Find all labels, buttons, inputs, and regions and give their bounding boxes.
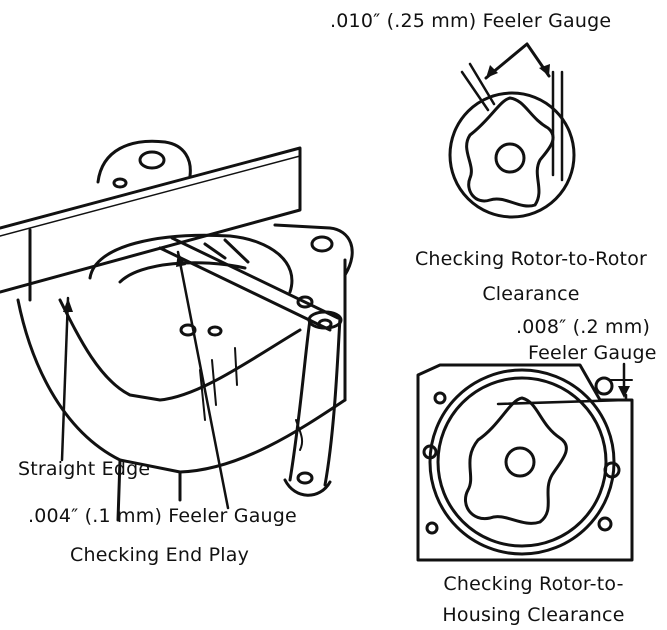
straight-edge-label: Straight Edge <box>18 458 151 480</box>
endplay-gauge-label: .004″ (.1 mm) Feeler Gauge <box>28 505 297 527</box>
rotor-rotor-caption-line1: Checking Rotor-to-Rotor <box>414 248 648 270</box>
pump-housing-drawing <box>0 139 354 522</box>
housing-gauge-label-line2: Feeler Gauge <box>528 342 657 364</box>
rotor-rotor-drawing <box>448 42 576 219</box>
rotor-rotor-caption-line2: Clearance <box>482 283 580 305</box>
endplay-gauge-leader <box>176 250 230 510</box>
end-play-caption: Checking End Play <box>70 544 250 566</box>
housing-gauge-label-line1: .008″ (.2 mm) <box>516 316 651 338</box>
straight-edge-leader <box>60 296 70 462</box>
housing-caption-line1: Checking Rotor-to- <box>443 573 624 595</box>
housing-caption-line2: Housing Clearance <box>442 604 625 626</box>
top-gauge-label: .010″ (.25 mm) Feeler Gauge <box>330 10 612 32</box>
rotor-housing-drawing <box>416 362 634 562</box>
